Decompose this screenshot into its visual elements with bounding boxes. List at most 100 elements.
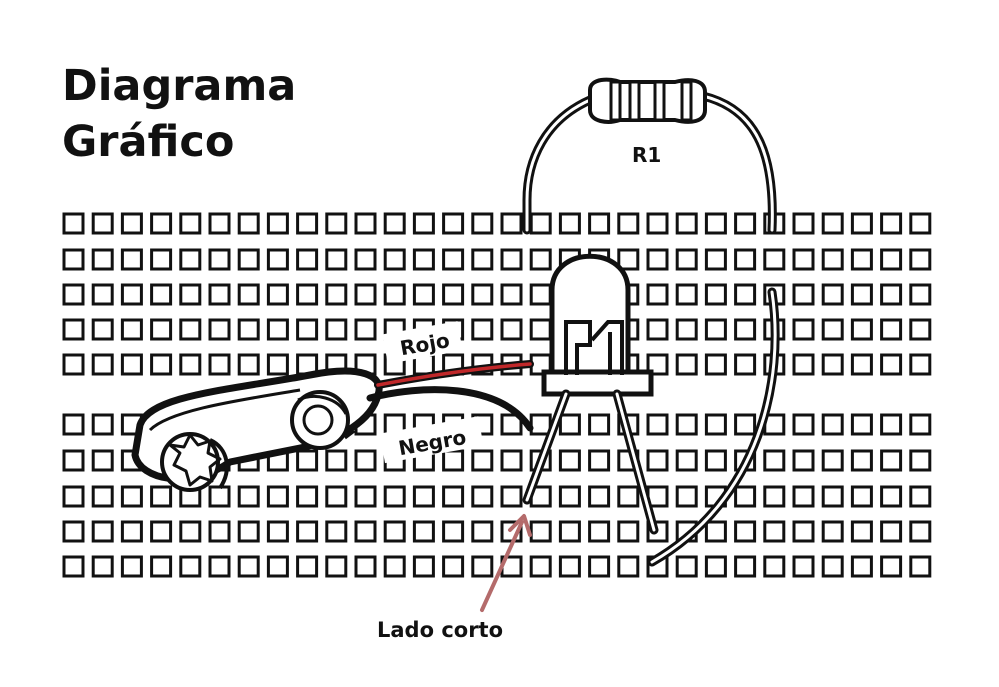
breadboard-hole [850, 449, 873, 472]
breadboard-hole [412, 520, 435, 543]
breadboard-hole [558, 520, 581, 543]
resistor-label: R1 [632, 143, 661, 167]
breadboard-hole [792, 212, 815, 235]
breadboard-hole [821, 413, 844, 436]
breadboard-hole [704, 248, 727, 271]
breadboard-hole [354, 485, 377, 508]
breadboard-hole [588, 520, 611, 543]
breadboard-hole [646, 283, 669, 306]
breadboard-hole [266, 248, 289, 271]
breadboard-hole [120, 318, 143, 341]
breadboard-hole [704, 318, 727, 341]
breadboard-hole [675, 353, 698, 376]
breadboard-hole [500, 212, 523, 235]
breadboard-hole [704, 520, 727, 543]
breadboard-hole [792, 353, 815, 376]
breadboard-hole [792, 318, 815, 341]
breadboard-hole [880, 318, 903, 341]
snap-terminal-left [160, 432, 229, 492]
breadboard-hole [91, 318, 114, 341]
snap-terminal-right [290, 390, 356, 450]
breadboard-hole [588, 449, 611, 472]
breadboard-hole [120, 520, 143, 543]
breadboard-hole [850, 353, 873, 376]
breadboard-hole [734, 520, 757, 543]
breadboard-hole [734, 318, 757, 341]
black-wire [366, 386, 534, 432]
breadboard-hole [821, 248, 844, 271]
breadboard-hole [646, 449, 669, 472]
breadboard-hole [500, 413, 523, 436]
breadboard-hole [500, 318, 523, 341]
breadboard-hole [821, 353, 844, 376]
breadboard-hole [529, 318, 552, 341]
breadboard-hole [909, 318, 932, 341]
breadboard-hole [675, 212, 698, 235]
breadboard-hole [850, 283, 873, 306]
breadboard-hole [150, 353, 173, 376]
breadboard-hole [471, 449, 494, 472]
breadboard-hole [120, 555, 143, 578]
breadboard-hole [383, 212, 406, 235]
breadboard-hole [296, 212, 319, 235]
breadboard-hole [91, 520, 114, 543]
breadboard-hole [763, 555, 786, 578]
breadboard-hole [850, 485, 873, 508]
breadboard-hole [617, 485, 640, 508]
breadboard-hole [296, 449, 319, 472]
breadboard-hole [471, 555, 494, 578]
breadboard-hole [909, 555, 932, 578]
breadboard-hole [500, 283, 523, 306]
title-line-1: Diagrama [62, 61, 297, 111]
breadboard-hole [354, 248, 377, 271]
breadboard-hole [442, 520, 465, 543]
breadboard-hole [412, 212, 435, 235]
short-leg-arrow [480, 514, 532, 612]
breadboard-hole [62, 555, 85, 578]
breadboard-hole [325, 449, 348, 472]
breadboard-hole [91, 449, 114, 472]
breadboard-hole [646, 212, 669, 235]
breadboard-hole [62, 449, 85, 472]
breadboard-hole [179, 353, 202, 376]
breadboard-hole [412, 485, 435, 508]
breadboard-hole [734, 248, 757, 271]
breadboard-hole [208, 353, 231, 376]
breadboard-hole [325, 212, 348, 235]
breadboard-hole [208, 555, 231, 578]
breadboard-hole [675, 248, 698, 271]
breadboard-hole [91, 413, 114, 436]
breadboard-hole [617, 212, 640, 235]
breadboard-hole [529, 212, 552, 235]
breadboard-hole [150, 485, 173, 508]
black-wire-label: Negro [379, 416, 484, 464]
breadboard-hole [412, 248, 435, 271]
breadboard-hole [237, 283, 260, 306]
breadboard-hole [792, 485, 815, 508]
title-line-2: Gráfico [62, 117, 235, 167]
breadboard-hole [792, 449, 815, 472]
breadboard-hole [471, 283, 494, 306]
breadboard-hole [266, 283, 289, 306]
breadboard-hole [383, 248, 406, 271]
breadboard-hole [179, 555, 202, 578]
breadboard-hole [880, 520, 903, 543]
breadboard-hole [91, 283, 114, 306]
breadboard-hole [734, 283, 757, 306]
breadboard-hole [704, 555, 727, 578]
breadboard-hole [442, 283, 465, 306]
breadboard-hole [208, 485, 231, 508]
breadboard-hole [675, 413, 698, 436]
breadboard-hole [412, 283, 435, 306]
breadboard-hole [850, 413, 873, 436]
breadboard-hole [880, 555, 903, 578]
battery-connector [131, 367, 383, 492]
breadboard-hole [909, 485, 932, 508]
breadboard-hole [62, 318, 85, 341]
breadboard-hole [792, 283, 815, 306]
breadboard-hole [529, 413, 552, 436]
breadboard-hole [821, 283, 844, 306]
breadboard-hole [704, 353, 727, 376]
breadboard-hole [646, 318, 669, 341]
